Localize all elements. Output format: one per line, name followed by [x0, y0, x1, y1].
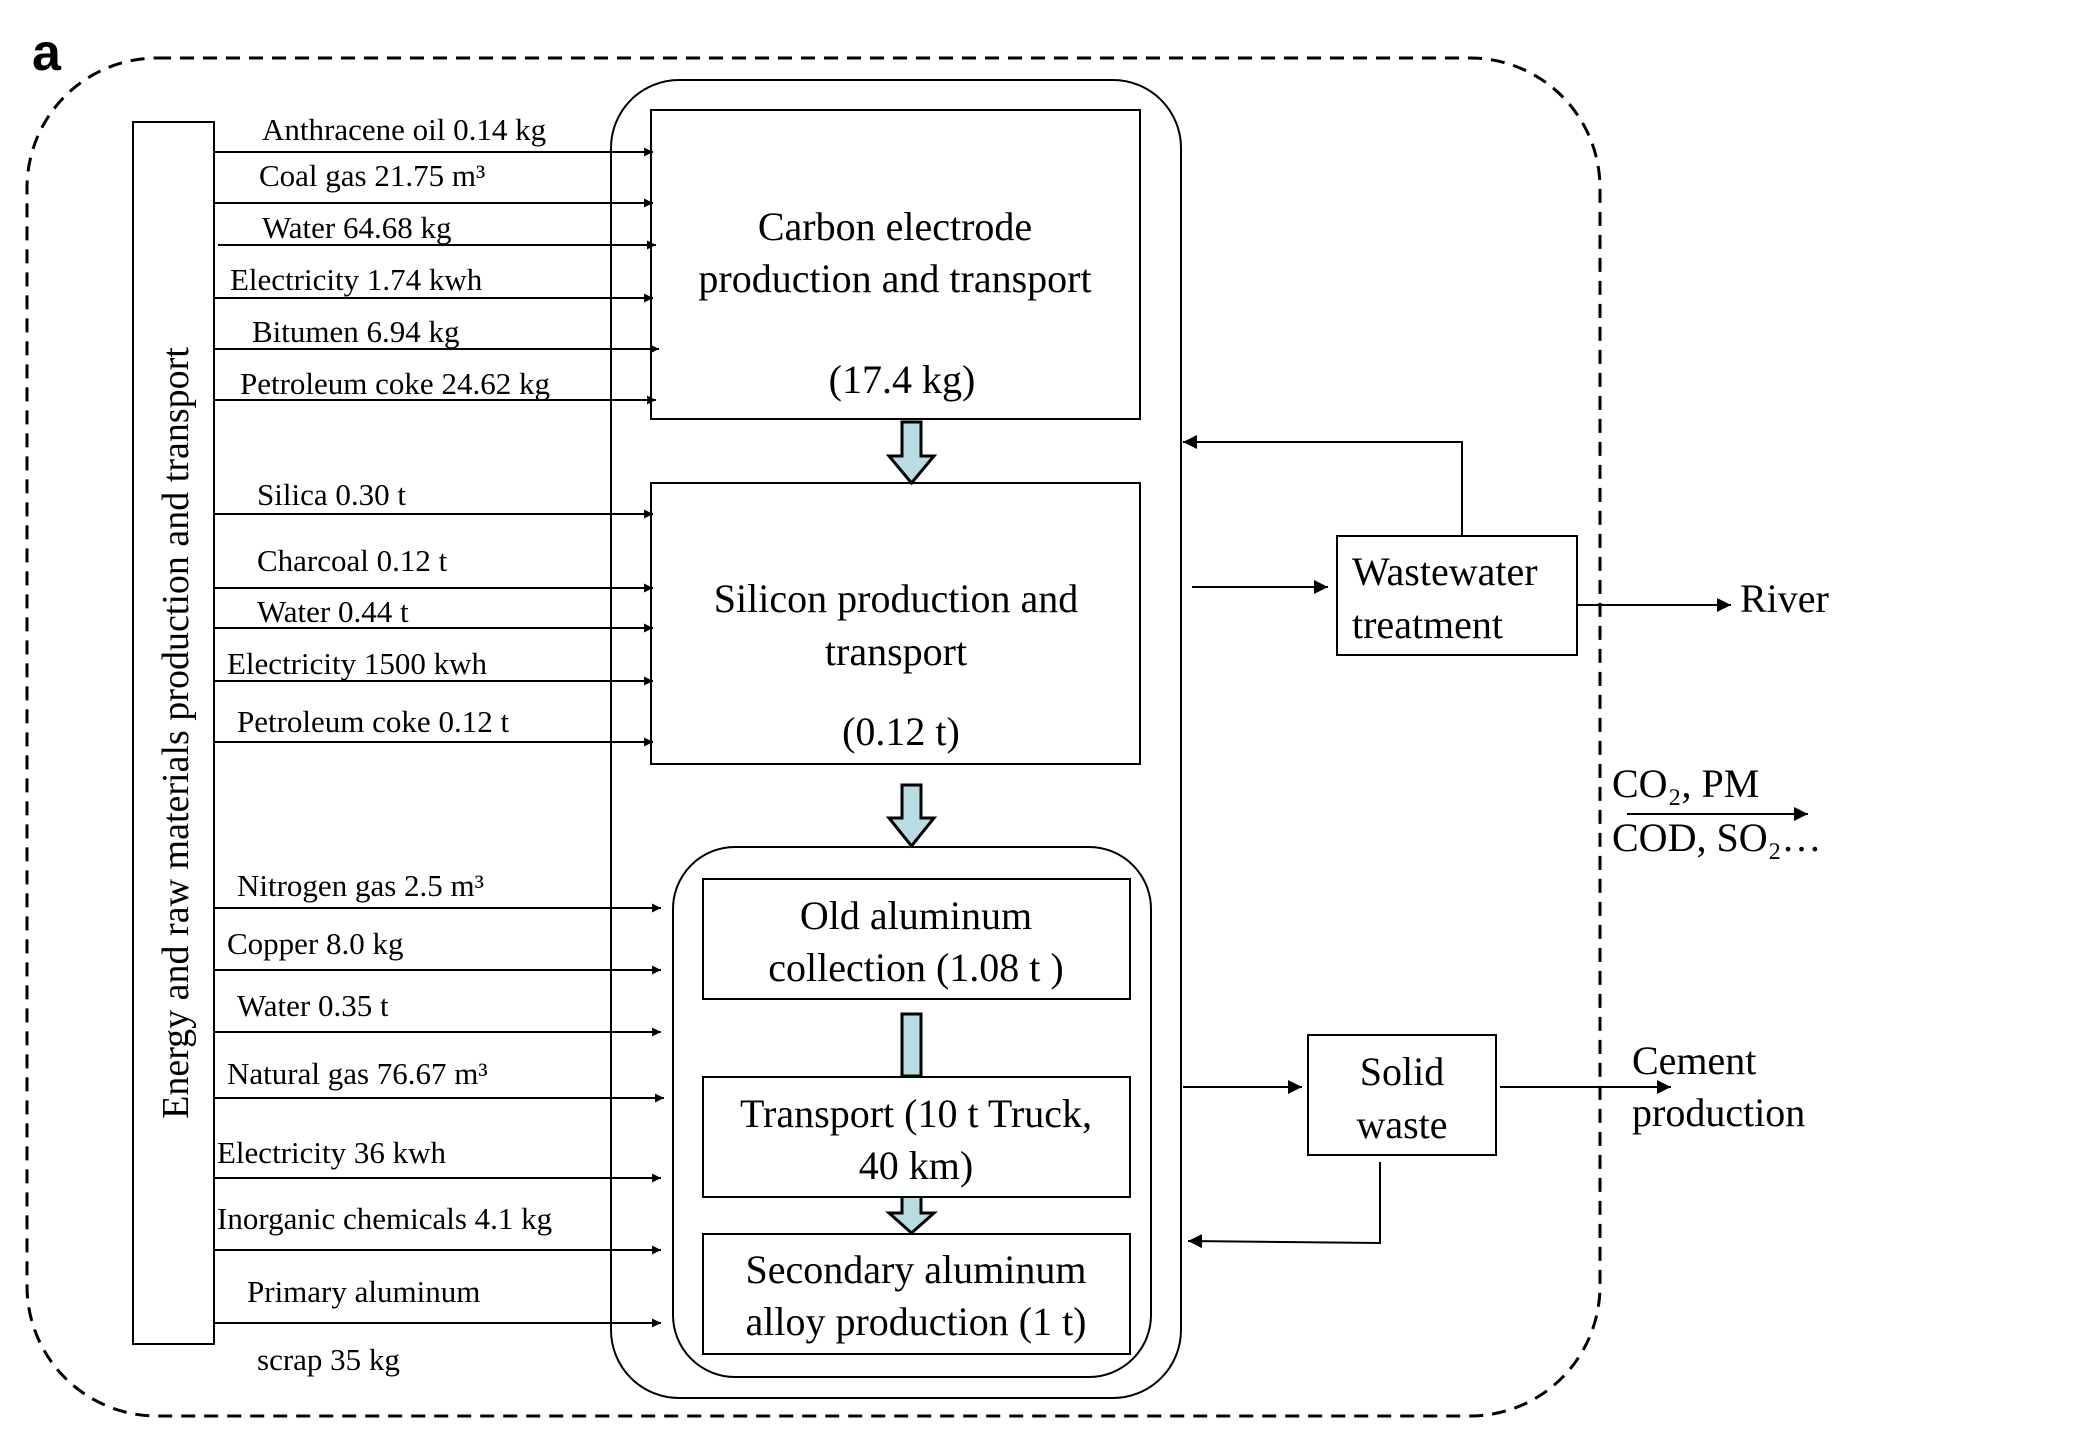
transport-line1: Transport (10 t Truck, — [740, 1091, 1092, 1136]
silicon-amount: (0.12 t) — [842, 709, 960, 754]
process-container — [610, 79, 1182, 1399]
aluminum-input-label: scrap 35 kg — [257, 1342, 400, 1377]
carbon-input-label: Petroleum coke 24.62 kg — [240, 366, 550, 401]
transport-box — [702, 1076, 1131, 1198]
carbon-input-label: Coal gas 21.75 m³ — [259, 158, 485, 193]
carbon-amount: (17.4 kg) — [829, 357, 976, 402]
source-box-label: Energy and raw materials production and … — [155, 347, 197, 1119]
flow-arrow-silicon-aluminum — [885, 783, 938, 849]
silicon-input-label: Petroleum coke 0.12 t — [237, 704, 509, 739]
silicon-input-arrows — [214, 509, 653, 747]
emissions-line2: COD, SO₂… — [1612, 815, 1822, 860]
aluminum-input-label: Copper 8.0 kg — [227, 926, 404, 961]
carbon-line2: production and transport — [698, 256, 1091, 301]
carbon-line1: Carbon electrode — [758, 204, 1032, 249]
carbon-electrode-box — [650, 109, 1141, 420]
secondary-line2: alloy production (1 t) — [745, 1299, 1086, 1344]
silicon-line2: transport — [825, 629, 967, 674]
panel-label: a — [32, 24, 62, 82]
transport-line2: 40 km) — [859, 1143, 973, 1188]
silicon-box — [650, 482, 1141, 765]
silicon-input-label: Charcoal 0.12 t — [257, 543, 448, 578]
solid-waste-arrows — [1183, 1080, 1671, 1249]
secondary-line1: Secondary aluminum — [745, 1247, 1086, 1292]
aluminum-input-label: Natural gas 76.67 m³ — [227, 1056, 488, 1091]
aluminum-input-label: Inorganic chemicals 4.1 kg — [217, 1201, 552, 1236]
cement-line1: Cement — [1632, 1038, 1756, 1083]
carbon-input-label: Bitumen 6.94 kg — [252, 314, 460, 349]
solid-waste-line1: Solid — [1360, 1049, 1444, 1094]
old-aluminum-box — [702, 878, 1131, 1000]
aluminum-input-arrows — [214, 903, 664, 1328]
system-boundary — [25, 56, 1602, 1418]
wastewater-box — [1336, 535, 1578, 656]
carbon-input-arrows — [214, 147, 659, 405]
silicon-input-label: Silica 0.30 t — [257, 477, 406, 512]
flow-arrow-carbon-silicon — [885, 420, 938, 486]
secondary-aluminum-box — [702, 1233, 1131, 1355]
silicon-line1: Silicon production and — [714, 576, 1078, 621]
aluminum-input-label: Electricity 36 kwh — [217, 1135, 446, 1170]
silicon-input-label: Water 0.44 t — [257, 594, 409, 629]
carbon-input-label: Anthracene oil 0.14 kg — [262, 112, 546, 147]
old-aluminum-line2: collection (1.08 t ) — [768, 945, 1063, 990]
river-label: River — [1740, 576, 1829, 621]
wastewater-line1: Wastewater — [1352, 549, 1538, 594]
emissions-line1: CO₂, PM — [1612, 761, 1759, 806]
wastewater-arrows — [1183, 435, 1731, 612]
carbon-input-label: Water 64.68 kg — [262, 210, 451, 245]
source-box — [132, 121, 215, 1345]
cement-line2: production — [1632, 1090, 1805, 1135]
solid-waste-line2: waste — [1356, 1102, 1447, 1147]
aluminum-input-label: Primary aluminum — [247, 1274, 480, 1309]
solid-waste-box — [1307, 1034, 1497, 1156]
wastewater-line2: treatment — [1352, 602, 1503, 647]
aluminum-input-label: Nitrogen gas 2.5 m³ — [237, 868, 484, 903]
old-aluminum-line1: Old aluminum — [800, 893, 1032, 938]
aluminum-input-label: Water 0.35 t — [237, 988, 389, 1023]
carbon-input-label: Electricity 1.74 kwh — [230, 262, 483, 297]
flow-arrow-collection-transport — [900, 1012, 923, 1078]
flow-arrow-transport-secondary — [885, 1194, 938, 1236]
silicon-input-label: Electricity 1500 kwh — [227, 646, 487, 681]
